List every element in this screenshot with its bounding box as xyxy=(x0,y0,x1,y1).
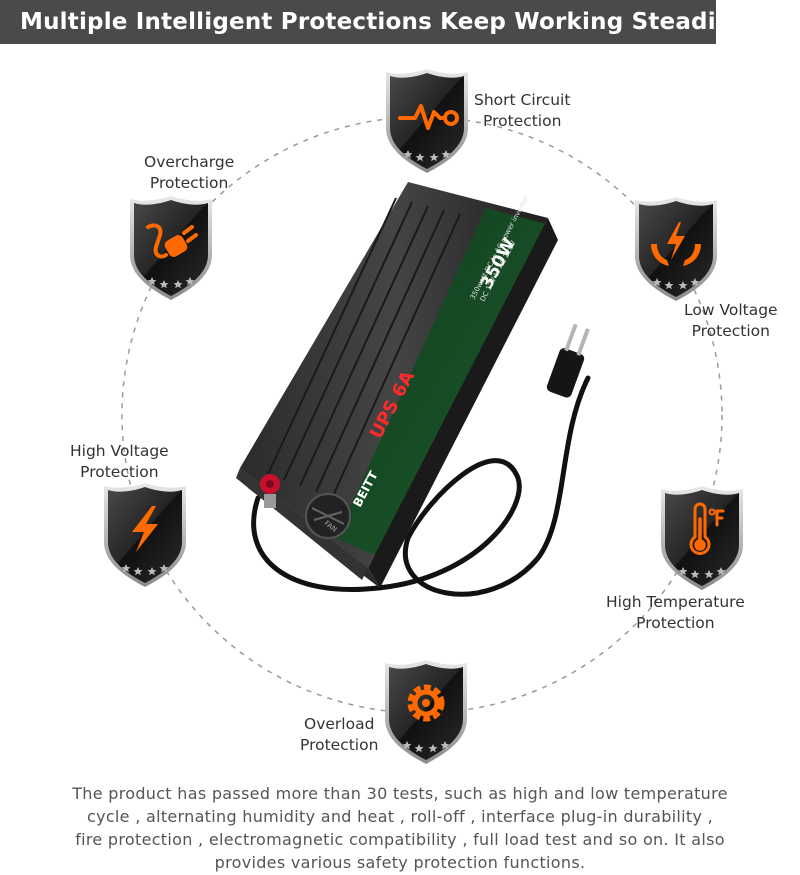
description-line: fire protection , electromagnetic compat… xyxy=(75,830,725,849)
plug-icon xyxy=(146,223,198,259)
lightning-hands-icon xyxy=(651,222,701,266)
high-voltage-badge xyxy=(100,480,190,590)
description-text: The product has passed more than 30 test… xyxy=(0,782,800,874)
thermometer-icon xyxy=(689,502,725,555)
description-line: provides various safety protection funct… xyxy=(214,853,586,872)
overload-badge xyxy=(381,657,471,767)
power-plug xyxy=(546,323,590,398)
overcharge-badge xyxy=(126,193,216,303)
description-line: The product has passed more than 30 test… xyxy=(72,784,728,803)
title-banner: Multiple Intelligent Protections Keep Wo… xyxy=(0,0,739,44)
description-line: cycle , alternating humidity and heat , … xyxy=(86,807,714,826)
inverter-product-image: BEITT UPS 6A 350W 350watt DC to AC power… xyxy=(236,182,591,597)
gear-icon xyxy=(407,684,445,722)
short-circuit-badge xyxy=(382,66,472,176)
page-title: Multiple Intelligent Protections Keep Wo… xyxy=(20,9,740,35)
lightning-icon xyxy=(132,506,158,552)
low-voltage-badge xyxy=(631,194,721,304)
pulse-icon xyxy=(398,104,459,130)
high-temperature-badge xyxy=(657,483,747,593)
